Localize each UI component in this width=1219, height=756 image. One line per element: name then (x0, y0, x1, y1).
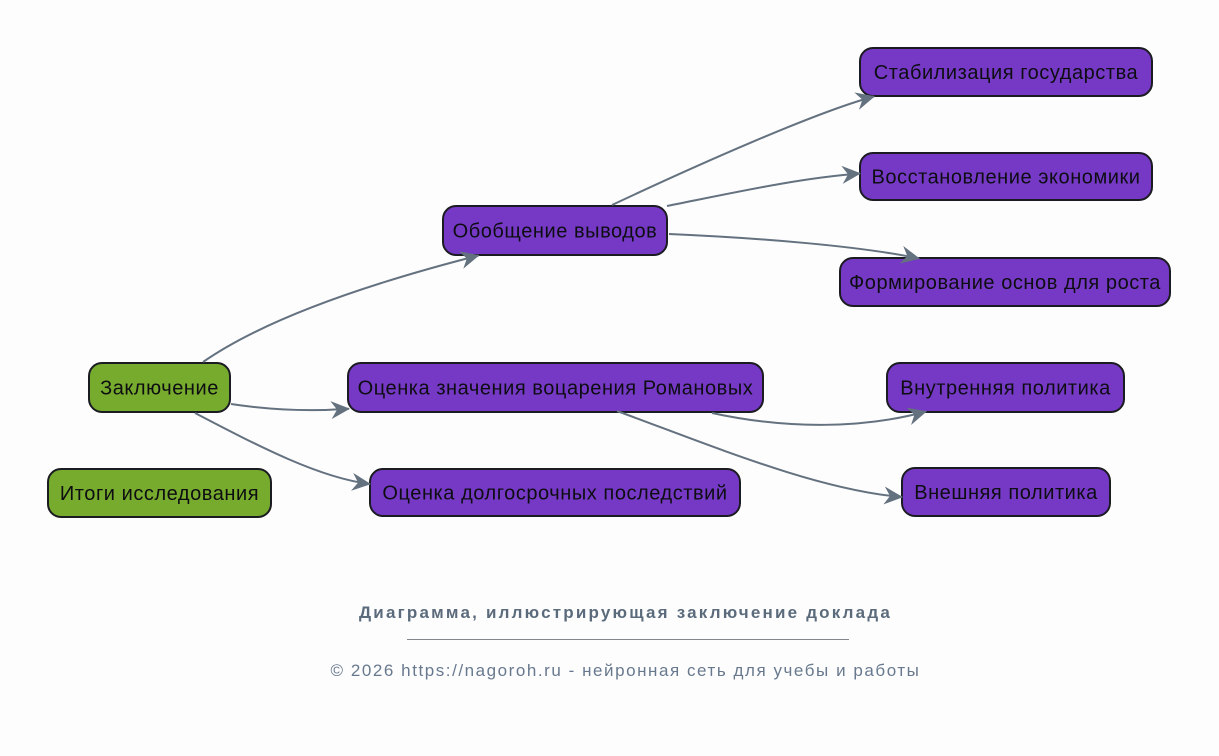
svg-text:Внешняя политика: Внешняя политика (914, 482, 1098, 504)
svg-text:Итоги исследования: Итоги исследования (60, 483, 259, 505)
svg-text:Внутренняя политика: Внутренняя политика (900, 378, 1111, 400)
svg-text:Оценка долгосрочных последстви: Оценка долгосрочных последствий (382, 483, 727, 505)
svg-text:Оценка значения воцарения Рома: Оценка значения воцарения Романовых (358, 378, 754, 400)
svg-text:Обобщение выводов: Обобщение выводов (453, 221, 658, 243)
svg-text:Стабилизация государства: Стабилизация государства (874, 62, 1139, 84)
svg-text:Заключение: Заключение (100, 378, 219, 400)
svg-text:Диаграмма, иллюстрирующая закл: Диаграмма, иллюстрирующая заключение док… (359, 603, 892, 622)
svg-text:Восстановление экономики: Восстановление экономики (871, 167, 1140, 189)
svg-text:Формирование основ для роста: Формирование основ для роста (849, 272, 1161, 294)
svg-text:© 2026 https://nagoroh.ru - не: © 2026 https://nagoroh.ru - нейронная се… (331, 661, 921, 680)
